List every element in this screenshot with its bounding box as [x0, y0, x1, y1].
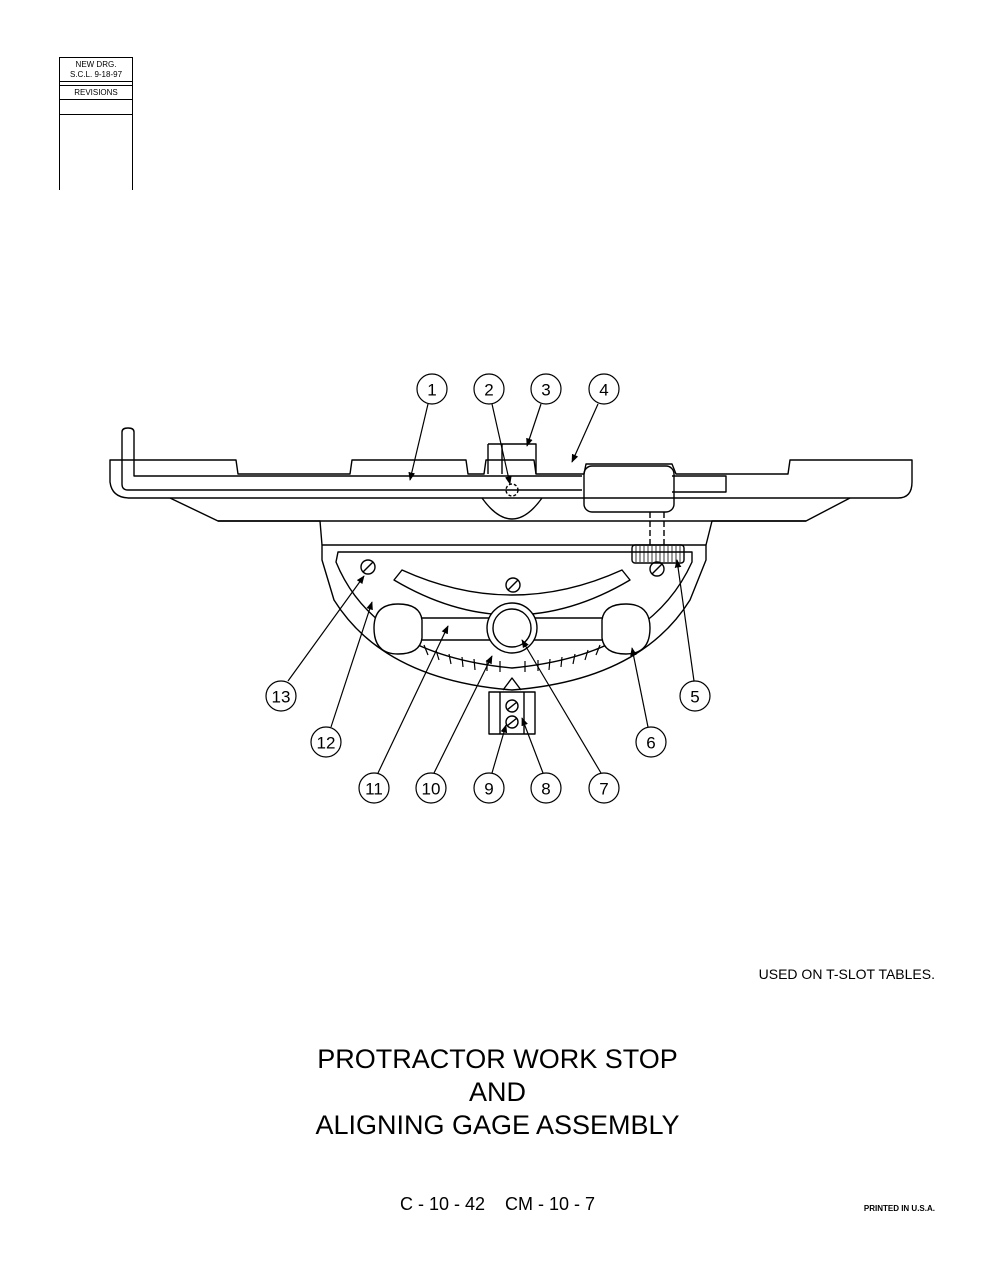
drawing-number: C - 10 - 42 CM - 10 - 7 — [399, 1194, 596, 1214]
screw-top — [505, 577, 521, 593]
leader-10 — [433, 655, 493, 774]
callout-13-circle — [265, 680, 297, 712]
callout-5-circle — [679, 680, 711, 712]
screw-left — [360, 559, 376, 575]
leader-8 — [521, 717, 544, 774]
protractor-inner-rim — [335, 551, 693, 669]
stop-block — [583, 465, 675, 513]
leader-12 — [330, 601, 373, 728]
revision-divider — [60, 114, 132, 115]
stop-bar — [109, 459, 913, 499]
callout-3-circle — [530, 373, 562, 405]
callout-4-label: 4 — [599, 381, 608, 400]
arc-slot — [393, 569, 631, 616]
screw-right — [649, 561, 665, 577]
revision-divider — [60, 99, 132, 100]
leader-11 — [377, 625, 449, 774]
fence-rod — [121, 427, 582, 477]
callout-3-label: 3 — [541, 381, 550, 400]
center-hub-outer — [486, 602, 538, 654]
t-slot-block — [487, 443, 537, 474]
revision-divider — [60, 81, 132, 82]
set-screw — [505, 483, 519, 497]
fence-rod-end — [672, 475, 727, 493]
callout-6-label: 6 — [646, 734, 655, 753]
base-plate — [169, 497, 851, 522]
callout-1-label: 1 — [427, 381, 436, 400]
base-plate-side — [705, 520, 806, 546]
leader-1 — [408, 403, 429, 481]
callout-11-label: 11 — [365, 780, 383, 799]
revision-line-2: S.C.L. 9-18-97 — [69, 70, 123, 79]
leader-9 — [491, 724, 508, 774]
knob-left — [373, 603, 423, 655]
callout-11-circle — [358, 772, 390, 804]
knob-right — [601, 603, 651, 655]
callout-13-label: 13 — [272, 688, 291, 707]
leader-lines — [287, 403, 695, 774]
revisions-header: REVISIONS — [74, 88, 118, 97]
callout-12-label: 12 — [317, 734, 336, 753]
title-line-2: AND — [468, 1077, 526, 1107]
callout-8-circle — [530, 772, 562, 804]
callout-2-circle — [473, 373, 505, 405]
title-line-3: ALIGNING GAGE ASSEMBLY — [315, 1110, 680, 1140]
usage-note: USED ON T-SLOT TABLES. — [758, 966, 935, 982]
callout-7-label: 7 — [599, 780, 608, 799]
callout-7-circle — [588, 772, 620, 804]
fence-rod — [121, 432, 582, 491]
callout-10-label: 10 — [422, 780, 441, 799]
title-line-1: PROTRACTOR WORK STOP — [317, 1044, 678, 1074]
revision-divider — [60, 85, 132, 86]
callout-5-label: 5 — [690, 688, 699, 707]
leader-5 — [674, 559, 695, 682]
base-plate-side — [218, 520, 323, 546]
gage-screw-upper — [505, 699, 519, 713]
callout-1-circle — [416, 373, 448, 405]
callout-9-label: 9 — [484, 780, 493, 799]
leader-6 — [630, 647, 649, 728]
knurl-lines — [635, 546, 681, 562]
leader-4 — [571, 403, 599, 463]
center-hub-inner — [492, 608, 532, 648]
revision-block: NEW DRG. S.C.L. 9-18-97 REVISIONS — [59, 57, 133, 190]
revision-line-1: NEW DRG. — [75, 60, 117, 69]
scale-ticks — [423, 644, 601, 672]
callout-8-label: 8 — [541, 780, 550, 799]
printed-in-usa: PRINTED IN U.S.A. — [863, 1204, 935, 1213]
callout-9-circle — [473, 772, 505, 804]
callout-4-circle — [588, 373, 620, 405]
gage-block — [488, 691, 536, 735]
pointer — [502, 677, 522, 691]
callout-6-circle — [635, 726, 667, 758]
leader-3 — [526, 403, 542, 447]
leader-2 — [491, 403, 512, 485]
callout-12-circle — [310, 726, 342, 758]
center-clamp — [481, 497, 543, 520]
knurled-knob — [631, 544, 685, 564]
leader-7 — [521, 639, 602, 774]
thumb-screw-stem — [649, 512, 665, 545]
callout-10-circle — [415, 772, 447, 804]
callout-2-label: 2 — [484, 381, 493, 400]
gage-screw-lower — [505, 715, 519, 729]
leader-13 — [287, 575, 365, 682]
